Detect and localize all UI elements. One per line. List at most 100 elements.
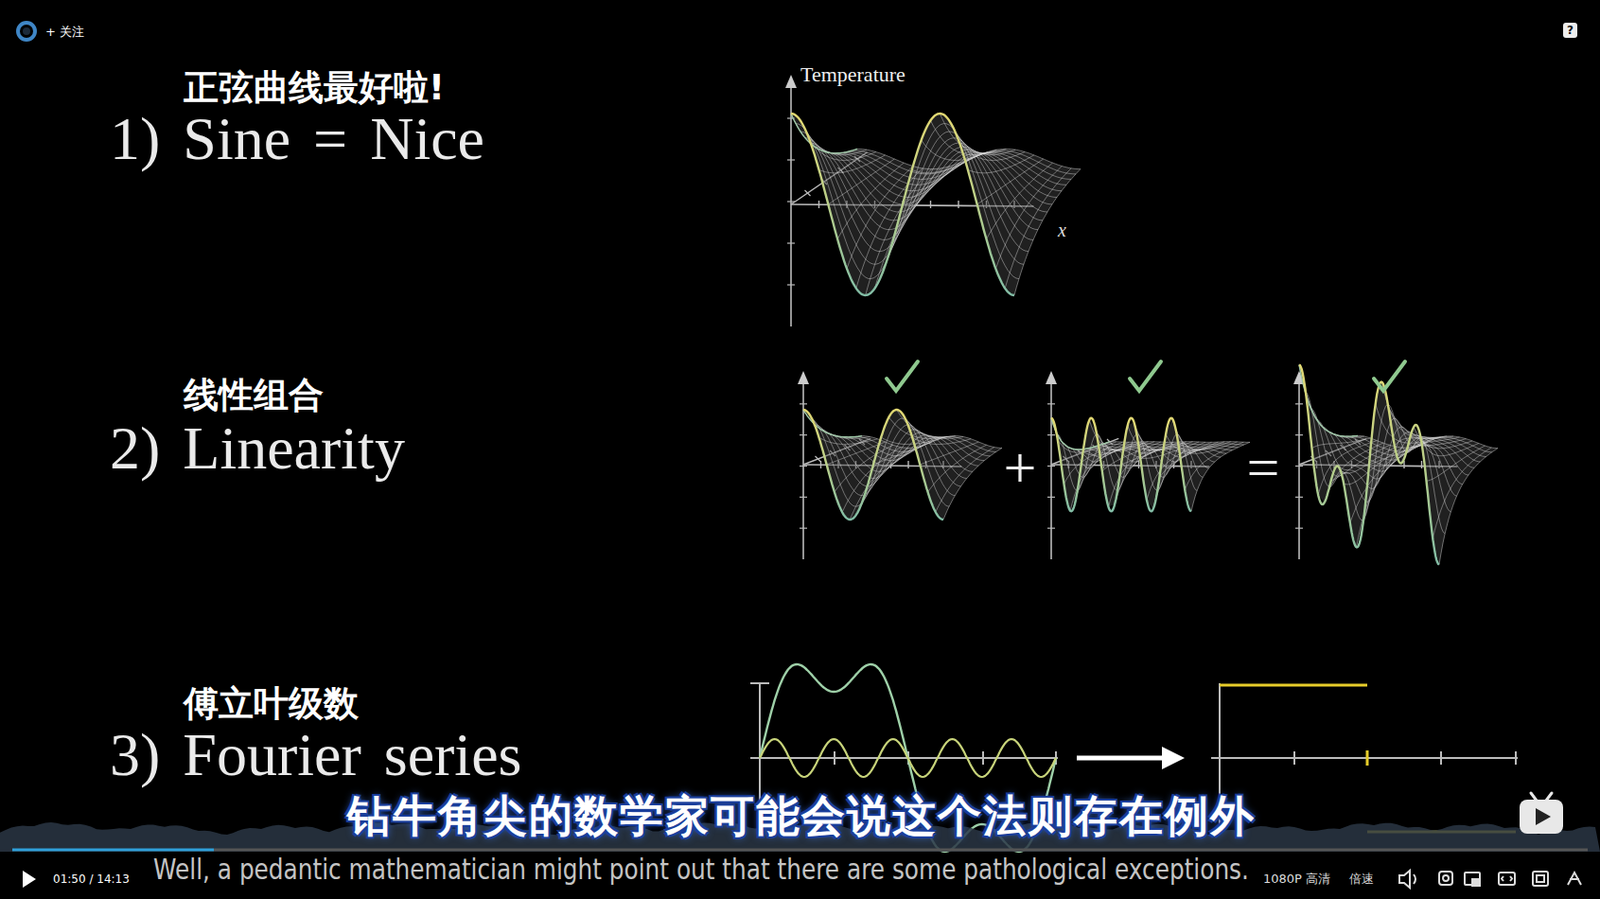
surface-front-curve bbox=[791, 113, 1015, 296]
mesh-line bbox=[1420, 434, 1479, 457]
mesh-line bbox=[1426, 445, 1486, 481]
axis-tick bbox=[1295, 434, 1303, 436]
mesh-line bbox=[1328, 431, 1469, 475]
heading-cn: 线性组合 bbox=[183, 377, 324, 413]
play-button bbox=[22, 870, 36, 888]
surface-front-curve bbox=[803, 409, 944, 520]
subtitle-cn: 钻牛角尖的数学家可能会说这个法则存在例外 bbox=[347, 793, 1256, 838]
mesh-line bbox=[1439, 448, 1498, 565]
surface-front-curve bbox=[1299, 365, 1440, 565]
mesh-line bbox=[1299, 365, 1440, 565]
axis bbox=[1211, 756, 1518, 759]
mesh-line bbox=[824, 151, 1048, 212]
axis-arrow bbox=[1045, 370, 1057, 385]
operator: = bbox=[1247, 438, 1281, 497]
axis-tick bbox=[930, 200, 932, 209]
mesh-line bbox=[1102, 441, 1161, 472]
mesh-line bbox=[1432, 447, 1492, 539]
speed-button: 倍速 bbox=[1349, 872, 1374, 885]
mesh-line bbox=[904, 417, 964, 440]
heat-surface bbox=[1293, 365, 1498, 565]
progress-played bbox=[12, 848, 214, 852]
mesh-line bbox=[1172, 418, 1231, 450]
axis-tick bbox=[787, 283, 795, 285]
axis-tick bbox=[1047, 465, 1055, 467]
channel-icon bbox=[17, 22, 36, 40]
mesh-line bbox=[977, 158, 1044, 205]
surface-edge bbox=[1299, 365, 1358, 438]
mesh-line bbox=[1350, 447, 1409, 523]
quality-button: 1080P 高清 bbox=[1263, 872, 1331, 885]
mesh-line bbox=[995, 166, 1062, 269]
time-display: 01:50 / 14:13 bbox=[52, 873, 130, 885]
mesh-line bbox=[931, 120, 998, 155]
mesh-line bbox=[883, 166, 950, 269]
surface-edge bbox=[803, 409, 862, 438]
mesh-line bbox=[935, 447, 995, 513]
axis-tick bbox=[815, 456, 822, 462]
mesh-line bbox=[1331, 444, 1390, 481]
axis-tick bbox=[1047, 403, 1055, 405]
mesh-line bbox=[1406, 439, 1466, 449]
mesh-line bbox=[858, 447, 917, 513]
mesh-line bbox=[810, 417, 870, 440]
axis-tick bbox=[799, 527, 808, 529]
mesh-line bbox=[928, 444, 987, 493]
mesh-line bbox=[1312, 438, 1372, 449]
check-mark bbox=[886, 361, 918, 391]
axis-tick bbox=[1295, 403, 1303, 405]
help-icon: ? bbox=[1563, 22, 1578, 38]
check-mark bbox=[1129, 361, 1161, 391]
heading-cn: 正弦曲线最好啦! bbox=[183, 70, 445, 106]
surface-edge bbox=[1051, 418, 1110, 450]
axis-tick bbox=[907, 460, 909, 469]
mesh-line bbox=[1299, 365, 1358, 438]
axis bbox=[750, 682, 770, 685]
axis-arrow bbox=[797, 370, 809, 385]
mesh-line bbox=[795, 123, 1020, 280]
heat-surface bbox=[1045, 370, 1250, 560]
mesh-line bbox=[1388, 405, 1447, 438]
mesh-line bbox=[873, 441, 932, 465]
axis-tick bbox=[787, 242, 795, 244]
mesh-line bbox=[1004, 168, 1072, 289]
mesh-line bbox=[856, 168, 923, 289]
surface-plots bbox=[785, 74, 1498, 565]
mesh-line bbox=[1051, 418, 1192, 512]
mesh-line bbox=[1051, 418, 1110, 450]
subtitle-en: Well, a pedantic mathematician might poi… bbox=[153, 855, 1249, 884]
mesh-line bbox=[832, 435, 973, 473]
axis-tick bbox=[805, 190, 811, 196]
heat-surface bbox=[785, 74, 1081, 327]
mesh-line bbox=[842, 447, 901, 513]
mesh-line bbox=[1310, 408, 1451, 512]
arrow-head bbox=[1161, 746, 1185, 770]
axis-ticks bbox=[1294, 751, 1516, 765]
heading: 2) Linearity bbox=[109, 418, 405, 479]
mesh-line bbox=[828, 152, 1053, 205]
axis-tick bbox=[957, 200, 959, 209]
axis-tick bbox=[787, 158, 795, 160]
mesh-line bbox=[986, 162, 1054, 240]
surface-front-curve bbox=[1051, 418, 1192, 512]
mesh-line bbox=[1346, 436, 1487, 457]
axis-tick bbox=[1047, 434, 1055, 436]
axis-tick bbox=[799, 465, 808, 467]
mesh-line bbox=[803, 409, 862, 438]
mesh-line bbox=[803, 409, 944, 520]
axis-tick bbox=[1295, 527, 1303, 529]
tv-icon bbox=[1546, 792, 1552, 801]
mesh-line bbox=[791, 113, 1015, 296]
axis-arrow bbox=[785, 74, 797, 88]
mesh-line bbox=[865, 169, 932, 296]
mesh-line bbox=[1165, 434, 1225, 452]
axis-tick bbox=[799, 403, 808, 405]
axis-tick bbox=[1295, 465, 1303, 467]
sine-component bbox=[759, 738, 1056, 777]
tv-icon bbox=[1535, 808, 1551, 826]
mesh-line bbox=[943, 447, 1003, 520]
progress-remaining bbox=[213, 848, 1588, 852]
tv-icon bbox=[1530, 792, 1537, 801]
